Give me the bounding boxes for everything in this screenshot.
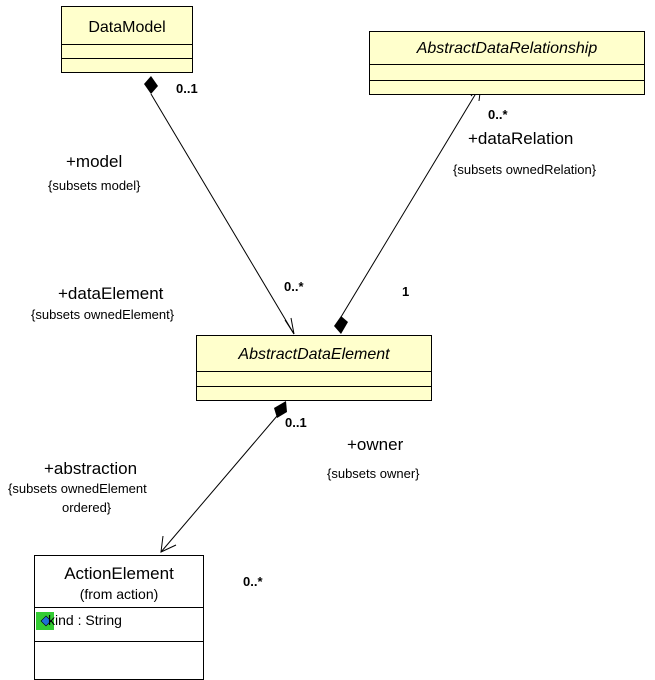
role-datarelation: +dataRelation — [468, 129, 574, 148]
composition-diamond-datamodel — [144, 76, 158, 94]
attributes-compartment — [197, 372, 431, 387]
class-name: DataModel — [62, 7, 192, 45]
class-name: AbstractDataRelationship — [370, 32, 644, 65]
composition-diamond-dataelement-top — [334, 316, 348, 334]
constraint-datarelation: {subsets ownedRelation} — [453, 162, 597, 177]
constraint-owner: {subsets owner} — [327, 466, 420, 481]
attributes-compartment — [370, 65, 644, 81]
class-abstractdatarelationship[interactable]: AbstractDataRelationship — [369, 31, 645, 95]
class-name: AbstractDataElement — [197, 336, 431, 372]
role-model: +model — [66, 152, 123, 171]
role-dataelement: +dataElement — [58, 284, 164, 303]
constraint-dataelement: {subsets ownedElement} — [31, 307, 175, 322]
operations-compartment — [35, 641, 203, 642]
multiplicity-dataelement-end: 0..* — [284, 279, 304, 294]
role-abstraction: +abstraction — [44, 459, 138, 478]
model-association-line — [150, 93, 295, 335]
multiplicity-datarelation-end: 0..* — [488, 107, 508, 122]
class-datamodel[interactable]: DataModel — [61, 6, 193, 73]
constraint-abstraction-line2: ordered} — [62, 500, 112, 515]
multiplicity-abstraction-owner-end: 0..1 — [285, 415, 307, 430]
attributes-compartment: kind : String — [35, 607, 203, 632]
attribute-diamond-icon — [40, 615, 52, 627]
arrowhead-actionelement — [160, 535, 177, 553]
constraint-model: {subsets model} — [48, 178, 141, 193]
class-name: ActionElement — [64, 564, 174, 583]
abstraction-association-line — [160, 415, 278, 553]
multiplicity-owner-one: 1 — [402, 284, 410, 299]
class-abstractdataelement[interactable]: AbstractDataElement — [196, 335, 432, 401]
class-origin: (from action) — [79, 586, 159, 602]
class-actionelement[interactable]: ActionElement (from action) kind : Strin… — [34, 555, 204, 680]
operations-compartment — [370, 81, 644, 94]
role-owner: +owner — [347, 435, 404, 454]
attributes-compartment — [62, 45, 192, 59]
relation-association-line — [340, 84, 482, 318]
constraint-abstraction-line1: {subsets ownedElement — [8, 481, 147, 496]
attribute-icon — [36, 612, 54, 630]
composition-diamond-dataelement-bottom — [274, 401, 287, 418]
multiplicity-datamodel-end: 0..1 — [176, 81, 198, 96]
attribute-kind: kind : String — [48, 612, 122, 628]
multiplicity-abstraction-member-end: 0..* — [243, 574, 263, 589]
operations-compartment — [197, 387, 431, 400]
arrowhead-dataelement — [284, 317, 295, 335]
operations-compartment — [62, 59, 192, 72]
